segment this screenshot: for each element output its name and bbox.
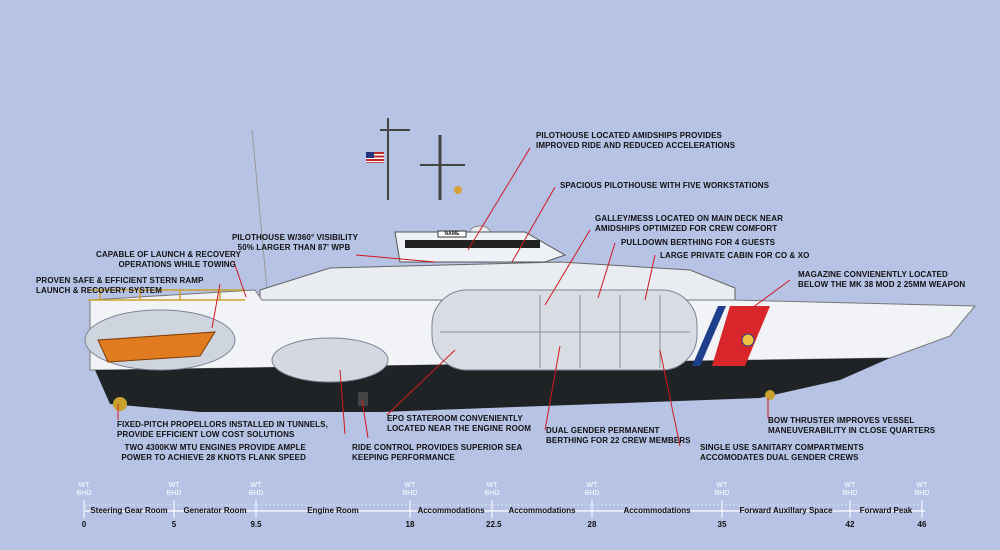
callout-spacious-pilothouse: SPACIOUS PILOTHOUSE WITH FIVE WORKSTATIO… <box>560 181 770 190</box>
name-plate <box>437 230 467 238</box>
bulkhead-label: WT BHD <box>714 482 730 497</box>
compartment-label: Steering Gear Room <box>90 506 168 515</box>
callout-launch-recovery: CAPABLE OF LAUNCH & RECOVERY OPERATIONS … <box>96 250 242 269</box>
callout-epo-stateroom: EPO STATEROOM CONVENIENTLY LOCATED NEAR … <box>387 414 531 433</box>
frame-number: 42 <box>845 520 855 529</box>
bow-thruster-icon <box>765 390 775 400</box>
frame-number: 22.5 <box>486 520 502 529</box>
name-plate-text: NAME <box>444 231 460 237</box>
callout-dual-gender: DUAL GENDER PERMANENT BERTHING FOR 22 CR… <box>546 426 691 445</box>
bulkhead-label: WT BHD <box>584 482 600 497</box>
compartment-label: Generator Room <box>183 506 247 515</box>
small-boat <box>97 331 216 363</box>
coast-guard-emblem <box>741 333 755 347</box>
callout-sanitary: SINGLE USE SANITARY COMPARTMENTS ACCOMOD… <box>700 443 864 462</box>
racing-stripe <box>712 306 770 366</box>
callout-stern-ramp: PROVEN SAFE & EFFICIENT STERN RAMP LAUNC… <box>36 276 204 295</box>
frame-number: 9.5 <box>250 520 262 529</box>
callout-ride-control: RIDE CONTROL PROVIDES SUPERIOR SEA KEEPI… <box>352 443 523 462</box>
bulkhead-label: WT BHD <box>166 482 182 497</box>
compartment-label: Accommodations <box>417 506 485 515</box>
bulkhead-ticks <box>83 500 923 518</box>
bulkhead-label: WT BHD <box>402 482 418 497</box>
compartment-label: Engine Room <box>307 506 359 515</box>
callout-private-cabin: LARGE PRIVATE CABIN FOR CO & XO <box>660 251 810 260</box>
callout-bow-thruster: BOW THRUSTER IMPROVES VESSEL MANEUVERABI… <box>768 416 936 435</box>
callout-magazine: MAGAZINE CONVIENENTLY LOCATED BELOW THE … <box>798 270 966 289</box>
frame-number: 35 <box>717 520 727 529</box>
frame-number: 0 <box>81 520 87 529</box>
frame-number: 5 <box>171 520 177 529</box>
callout-pulldown-berthing: PULLDOWN BERTHING FOR 4 GUESTS <box>621 238 776 247</box>
racing-stripe-blue <box>692 306 726 366</box>
mast <box>251 118 465 301</box>
callout-engines: TWO 4300KW MTU ENGINES PROVIDE AMPLE POW… <box>121 443 306 462</box>
radar-dome <box>454 186 462 194</box>
bulkhead-label: WT BHD <box>842 482 858 497</box>
callout-visibility: PILOTHOUSE W/360° VISIBILITY 50% LARGER … <box>232 233 359 252</box>
callout-galley: GALLEY/MESS LOCATED ON MAIN DECK NEAR AM… <box>595 214 784 233</box>
frame-number: 28 <box>587 520 597 529</box>
compartment-label: Accommodations <box>623 506 691 515</box>
bulkhead-label: WT BHD <box>484 482 500 497</box>
deck-lines <box>440 295 690 368</box>
compartment-label: Accommodations <box>508 506 576 515</box>
bulkhead-label: WT BHD <box>76 482 92 497</box>
accommodations-cutaway <box>431 289 698 371</box>
frame-number: 46 <box>917 520 927 529</box>
callout-propellors: FIXED-PITCH PROPELLORS INSTALLED IN TUNN… <box>117 420 328 439</box>
frame-number: 18 <box>405 520 415 529</box>
bulkhead-label: WT BHD <box>248 482 264 497</box>
pilothouse-windows <box>405 240 540 248</box>
leader-lines <box>117 147 791 447</box>
bulkhead-label: WT BHD <box>914 482 930 497</box>
callout-pilothouse-amidships: PILOTHOUSE LOCATED AMIDSHIPS PROVIDES IM… <box>536 131 736 150</box>
compartment-label: Forward Peak <box>859 506 913 515</box>
compartment-label: Forward Auxillary Space <box>739 506 833 515</box>
engine-room-cutaway <box>271 337 389 383</box>
flag-icon <box>366 152 384 163</box>
propeller-icon <box>113 397 127 411</box>
ride-control-fin <box>358 392 368 406</box>
